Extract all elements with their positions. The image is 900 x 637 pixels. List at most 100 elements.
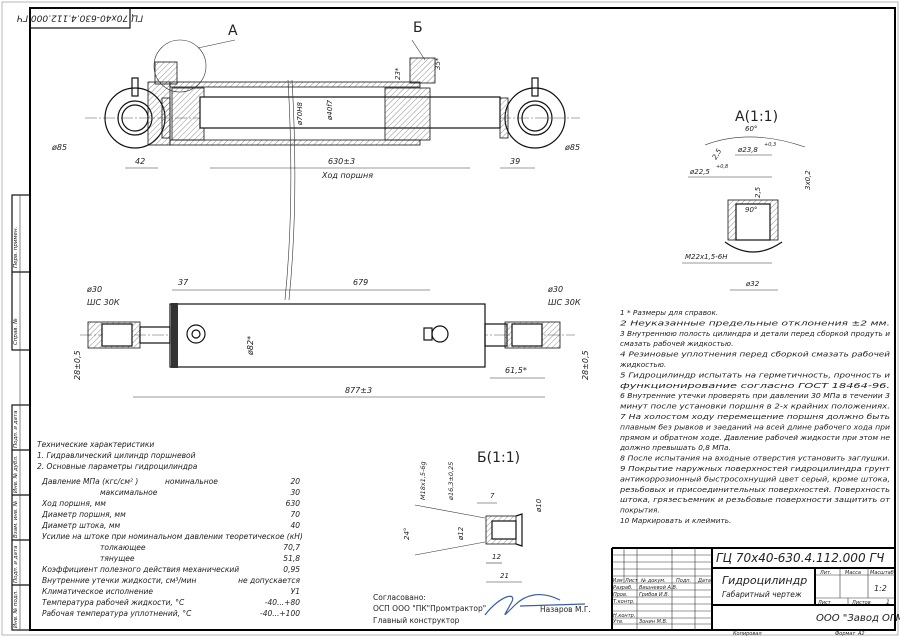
- note-line: 9 Покрытие наружных поверхностей гидроци…: [620, 464, 891, 473]
- spec-value: не допускается: [238, 576, 300, 585]
- svg-text:877±3: 877±3: [345, 386, 372, 395]
- svg-text:Копировал: Копировал: [733, 631, 762, 637]
- svg-text:ø16,3±0,25: ø16,3±0,25: [447, 462, 455, 501]
- svg-text:37: 37: [178, 278, 189, 287]
- svg-text:ОСП ООО "ПК"Промтрактор": ОСП ООО "ПК"Промтрактор": [373, 604, 486, 613]
- svg-text:Подп. и дата: Подп. и дата: [13, 545, 19, 583]
- svg-text:+0,3: +0,3: [764, 142, 776, 148]
- note-line: 10 Маркировать и клеймить.: [620, 516, 731, 525]
- approval-block: Согласовано: ОСП ООО "ПК"Промтрактор" Гл…: [373, 593, 591, 625]
- svg-text:Изм: Изм: [613, 578, 623, 584]
- note-line: антикоррозионный быстросохнущий цвет сер…: [620, 474, 890, 483]
- company-name: ООО "Завод ОГМ": [816, 613, 900, 624]
- svg-text:Утв.: Утв.: [613, 619, 624, 625]
- spec-value: 0,95: [283, 565, 300, 574]
- svg-text:28±0,5: 28±0,5: [73, 350, 82, 380]
- svg-text:Подп.: Подп.: [676, 578, 691, 584]
- note-line: должно превышать 0,8 МПа.: [619, 443, 731, 452]
- spec-label: Усилие на штоке при номинальном давлении…: [42, 532, 303, 541]
- svg-text:ШС 30К: ШС 30К: [87, 298, 120, 307]
- svg-text:28±0,5: 28±0,5: [581, 350, 590, 380]
- svg-text:Технические характеристики: Технические характеристики: [37, 440, 154, 449]
- signature: [484, 593, 586, 616]
- svg-text:ø30: ø30: [547, 285, 563, 294]
- svg-text:Масса: Масса: [845, 570, 861, 576]
- note-line: 4 Резиновые уплотнения перед сборкой сма…: [620, 350, 890, 359]
- technical-notes: 1 * Размеры для справок.2 Неуказанные пр…: [619, 308, 891, 525]
- svg-text:Формат: Формат: [835, 631, 856, 637]
- note-line: функционирование согласно ГОСТ 18464-96.: [620, 381, 890, 390]
- spec-value: 630: [286, 499, 301, 508]
- svg-text:Согласовано:: Согласовано:: [373, 593, 426, 602]
- view-label-a: А: [228, 23, 238, 39]
- svg-text:ø70Н8: ø70Н8: [296, 102, 304, 126]
- svg-text:Н.контр.: Н.контр.: [613, 613, 635, 619]
- left-margin-stamps: Перв. примен. Справ. № Подп. и дата Инв.…: [11, 194, 31, 631]
- svg-text:42: 42: [135, 157, 145, 166]
- svg-text:90°: 90°: [745, 206, 757, 214]
- svg-text:Т.контр.: Т.контр.: [613, 599, 635, 605]
- note-line: 3 Внутреннюю полость цилиндра и детали п…: [620, 329, 890, 338]
- svg-text:Инв. № дубл.: Инв. № дубл.: [13, 455, 19, 493]
- title-name: Гидроцилиндр: [722, 574, 807, 587]
- svg-text:Зонин М.В.: Зонин М.В.: [639, 619, 668, 625]
- svg-text:39: 39: [510, 157, 520, 166]
- note-line: 8 После испытания на входные отверстия у…: [620, 454, 890, 463]
- spec-value: 70: [290, 510, 300, 519]
- svg-text:Листов: Листов: [851, 600, 871, 606]
- svg-text:Инв. № подл.: Инв. № подл.: [13, 590, 19, 628]
- svg-text:679: 679: [353, 278, 368, 287]
- svg-text:2,5: 2,5: [711, 147, 724, 161]
- svg-text:ø85: ø85: [564, 143, 580, 152]
- spec-label: Диаметр поршня, мм: [41, 510, 126, 519]
- technical-specs: Технические характеристики 1. Гидравличе…: [37, 440, 303, 618]
- svg-text:Лист: Лист: [817, 600, 832, 606]
- note-line: штока, грязесъемник и резьбовые поверхно…: [620, 495, 891, 504]
- spec-value: -40...+80: [265, 598, 300, 607]
- spec-sub: толкающее: [100, 543, 146, 552]
- spec-label: Давление МПа (кгс/см² ): [41, 477, 138, 486]
- svg-text:ШС 30К: ШС 30К: [548, 298, 581, 307]
- svg-text:Назаров М.Г.: Назаров М.Г.: [540, 605, 591, 614]
- svg-text:1:2: 1:2: [874, 584, 887, 593]
- note-line: резьбовых и присоединительных поверхност…: [619, 485, 890, 494]
- svg-text:Разраб.: Разраб.: [613, 585, 633, 591]
- svg-text:3х0,2: 3х0,2: [804, 170, 812, 190]
- spec-value: У1: [291, 587, 300, 596]
- svg-text:ø32: ø32: [745, 280, 760, 288]
- svg-text:Справ. №: Справ. №: [13, 318, 19, 345]
- svg-text:Дата: Дата: [697, 578, 711, 584]
- spec-label: Внутренние утечки жидкости, см³/мин: [42, 576, 196, 585]
- title-designation: ГЦ 70х40-630.4.112.000 ГЧ: [716, 551, 884, 565]
- svg-text:2,5: 2,5: [754, 186, 762, 198]
- svg-text:1: 1: [886, 599, 890, 606]
- note-line: 7 На холостом ходу перемещение поршня до…: [620, 412, 890, 421]
- note-line: 6 Внутренние утечки проверять при давлен…: [620, 391, 890, 400]
- svg-text:+0,8: +0,8: [716, 164, 728, 170]
- svg-text:ø40f7: ø40f7: [326, 99, 334, 121]
- svg-text:А2: А2: [857, 631, 865, 637]
- svg-text:М22х1,5-6Н: М22х1,5-6Н: [685, 253, 728, 261]
- spec-value: 70,7: [283, 543, 300, 552]
- svg-text:60°: 60°: [745, 125, 757, 133]
- spec-sub: максимальное: [100, 488, 158, 497]
- svg-text:Взам. инв. №: Взам. инв. №: [13, 500, 19, 538]
- detail-b: Б(1:1) М18х1,5-6g ø16,3±0,25 7 ø10 24° ø…: [403, 450, 543, 583]
- svg-text:21: 21: [500, 572, 509, 580]
- top-stamp: ГЦ 70х40-630.4.112.000 ГЧ: [17, 13, 143, 23]
- svg-text:Б(1:1): Б(1:1): [477, 450, 520, 466]
- svg-text:ø22,5: ø22,5: [689, 168, 710, 176]
- detail-a: А(1:1) 60° 2,5 ø23,8 +0,3 ø22,5 +0,8 2,5…: [682, 109, 812, 291]
- svg-text:Подп. и дата: Подп. и дата: [13, 410, 19, 448]
- svg-text:Лит.: Лит.: [819, 570, 832, 576]
- svg-text:Габаритный чертеж: Габаритный чертеж: [722, 590, 802, 599]
- svg-text:Грибов И.В.: Грибов И.В.: [639, 592, 669, 598]
- svg-text:35*: 35*: [434, 57, 442, 70]
- cylinder-section-view: А Б ø85 ø85 42 630±3 Ход поршня 39 ø70Н8…: [51, 20, 580, 301]
- title-block: ГЦ 70х40-630.4.112.000 ГЧ Гидроцилиндр Г…: [611, 547, 900, 637]
- view-label-b: Б: [413, 20, 423, 36]
- svg-text:№ докум.: № докум.: [640, 578, 666, 584]
- svg-text:Пров.: Пров.: [613, 592, 628, 598]
- spec-label: Ход поршня, мм: [41, 499, 106, 508]
